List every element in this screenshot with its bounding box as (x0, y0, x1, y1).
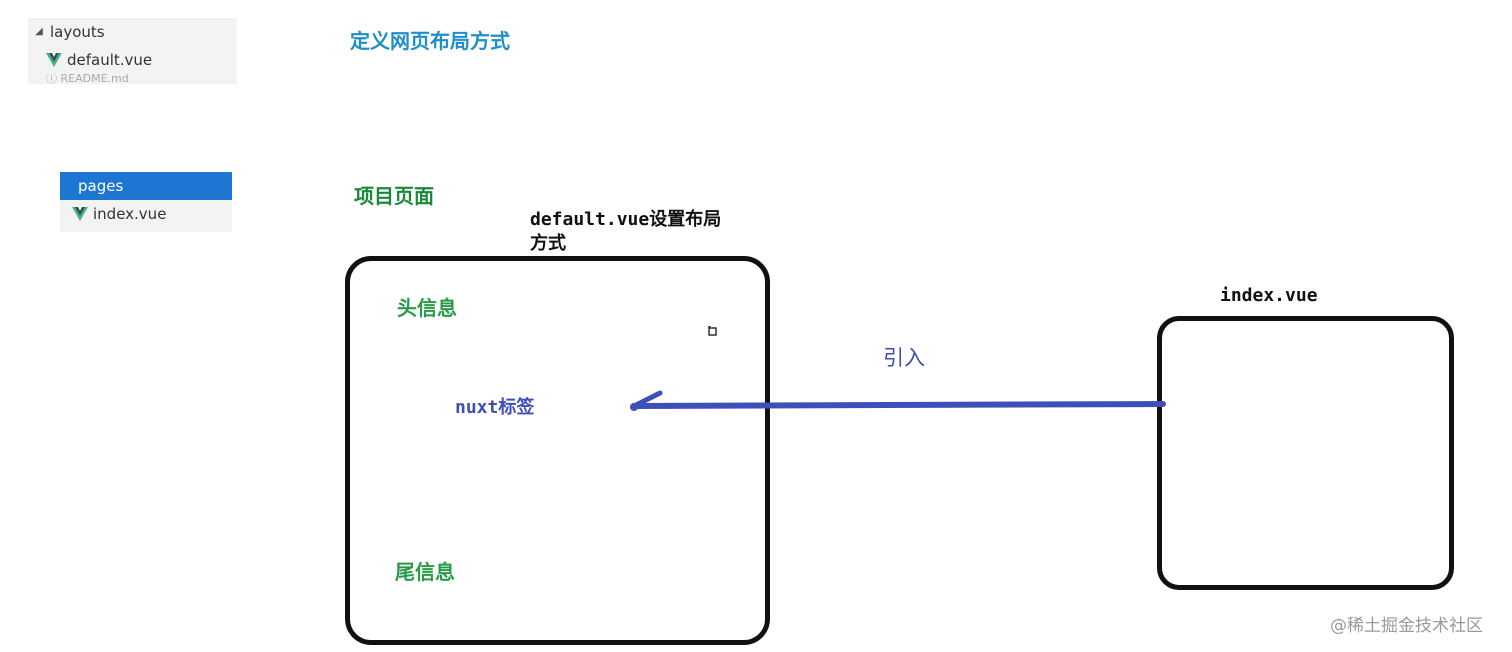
nuxt-tag-label: nuxt标签 (455, 397, 535, 418)
import-arrow-label: 引入 (883, 346, 925, 370)
tree-folder-pages[interactable]: pages (60, 172, 232, 200)
watermark: @稀土掘金技术社区 (1330, 616, 1483, 636)
index-box (1157, 316, 1454, 590)
expand-caret-icon[interactable]: ◢ (35, 26, 43, 37)
layout-section-title: 定义网页布局方式 (350, 29, 510, 53)
cursor-square-icon (708, 326, 717, 336)
page-section-title: 项目页面 (354, 184, 434, 208)
file-tree-layouts: ◢ layouts default.vue ⓘ README.md (28, 18, 237, 84)
tree-file-label: default.vue (67, 51, 153, 69)
index-box-caption: index.vue (1220, 285, 1318, 306)
tree-file-index-vue[interactable]: index.vue (60, 200, 232, 228)
tree-file-cut-row: ⓘ README.md (46, 74, 129, 84)
tree-file-default-vue[interactable]: default.vue (28, 46, 237, 74)
file-tree-pages: pages index.vue (60, 172, 232, 232)
info-icon: ⓘ (46, 74, 57, 84)
foot-info-label: 尾信息 (395, 560, 455, 584)
tree-file-label: index.vue (93, 205, 167, 223)
tree-folder-label: layouts (50, 23, 105, 41)
layout-box-caption: default.vue设置布局方式 (530, 209, 722, 254)
head-info-label: 头信息 (397, 296, 457, 320)
vue-file-icon (46, 53, 62, 67)
tree-folder-label: pages (78, 177, 124, 195)
vue-file-icon (72, 207, 88, 221)
layout-box (345, 256, 770, 645)
tree-folder-layouts[interactable]: ◢ layouts (28, 18, 237, 46)
